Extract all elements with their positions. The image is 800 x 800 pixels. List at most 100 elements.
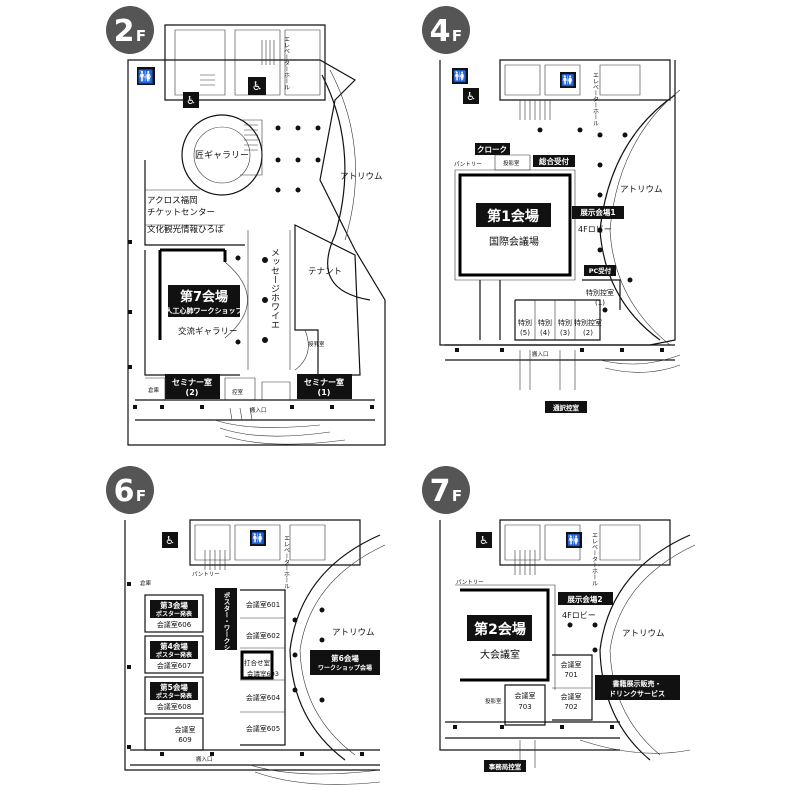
floor-6f-badge[interactable]: 6 F bbox=[106, 466, 154, 514]
restroom-icon: ♿ bbox=[252, 79, 263, 93]
venue3-room-label: 会議室606 bbox=[157, 620, 192, 629]
storage-label: 倉庫 bbox=[148, 386, 160, 394]
tenant-label: テナント bbox=[308, 267, 342, 277]
book-sales-label-1: 書籍展示販売・ bbox=[613, 679, 662, 688]
culture-info-label: 文化観光情報ひろば bbox=[147, 224, 224, 235]
room609-num: 609 bbox=[178, 736, 191, 744]
wheelchair-icon: ♿ bbox=[186, 94, 196, 107]
floor-4f: 🚻 ♿ 🚻 bbox=[439, 59, 681, 390]
room602-label: 会議室602 bbox=[246, 631, 280, 640]
room702-num: 702 bbox=[564, 703, 577, 711]
svg-text:F: F bbox=[452, 487, 462, 505]
pantry-label: パントリー bbox=[456, 579, 484, 586]
svg-text:F: F bbox=[136, 487, 146, 505]
floor-4f-badge[interactable]: 4 F bbox=[422, 6, 470, 54]
svg-text:F: F bbox=[136, 27, 146, 45]
special4-num: (4) bbox=[540, 329, 550, 337]
lobby7f-label: 4Fロビー bbox=[562, 611, 596, 620]
venue1-sub-label: 国際会議場 bbox=[489, 235, 539, 248]
restroom-icon: 🚻 bbox=[251, 532, 265, 545]
svg-text:F: F bbox=[452, 27, 462, 45]
room701-num: 701 bbox=[564, 671, 577, 679]
wheelchair-icon: ♿ bbox=[466, 90, 476, 103]
storage-label: 倉庫 bbox=[140, 579, 152, 587]
elevator-hall-label: エレベーターホール bbox=[591, 532, 598, 586]
exchange-gallery-label: 交流ギャラリー bbox=[178, 326, 238, 337]
elevator-hall-label: エレベーターホール bbox=[283, 36, 290, 90]
room703-label: 会議室 bbox=[515, 691, 536, 700]
atrium-label: アトリウム bbox=[620, 185, 663, 195]
venue3-label: 第3会場 bbox=[160, 600, 188, 610]
meeting-label: 打合せ室 bbox=[244, 658, 271, 667]
loading-label: 搬入口 bbox=[196, 755, 213, 763]
room701-label: 会議室 bbox=[561, 660, 582, 669]
pantry-label: パントリー bbox=[192, 571, 220, 578]
room703-num: 703 bbox=[518, 703, 531, 711]
special2-num: (2) bbox=[583, 329, 593, 337]
venue6-label: 第6会場 bbox=[331, 653, 359, 663]
special5-label: 特別 bbox=[518, 318, 532, 327]
secretariat-label: 事務局控室 bbox=[489, 762, 522, 771]
projection-label: 投影室 bbox=[485, 697, 502, 705]
special3-label: 特別 bbox=[558, 318, 572, 327]
svg-text:6: 6 bbox=[114, 474, 135, 509]
atrium-label: アトリウム bbox=[622, 629, 665, 639]
floor-6f: ♿ 🚻 bbox=[124, 519, 386, 785]
venue6-sub-label: ワークショップ会場 bbox=[318, 664, 372, 672]
seminar2-label: セミナー室 bbox=[172, 377, 212, 387]
special1-num: (1) bbox=[595, 299, 605, 307]
venue1-label: 第1会場 bbox=[487, 208, 539, 225]
elevator-hall-label: エレベーターホール bbox=[283, 535, 290, 589]
venue4-room-label: 会議室607 bbox=[157, 661, 191, 670]
loading-label: 搬入口 bbox=[532, 350, 549, 358]
seminar1-num: (1) bbox=[318, 388, 331, 397]
venue7-label: 第7会場 bbox=[180, 289, 228, 305]
pantry-label: パントリー bbox=[454, 161, 482, 168]
venue5-sub-label: ポスター発表 bbox=[156, 692, 193, 700]
room702-label: 会議室 bbox=[561, 692, 582, 701]
ticket-center-label: チケットセンター bbox=[147, 208, 215, 218]
venue5-label: 第5会場 bbox=[160, 682, 188, 692]
svg-text:7: 7 bbox=[430, 474, 451, 509]
floor-7f-badge[interactable]: 7 F bbox=[422, 466, 470, 514]
wheelchair-icon: ♿ bbox=[479, 534, 489, 547]
restroom-icon: 🚻 bbox=[138, 69, 154, 85]
poster-reception-label: ポスター・ワークショップ受付 bbox=[222, 591, 230, 685]
exhibit1-label: 展示会場1 bbox=[579, 207, 615, 217]
column-dots bbox=[235, 125, 321, 345]
exhibit2-label: 展示会場2 bbox=[566, 594, 602, 604]
restroom-icon: 🚻 bbox=[453, 70, 467, 83]
gallery-takumi-label: 匠ギャラリー bbox=[195, 150, 249, 161]
lobby4f-label: 4Fロビー bbox=[578, 225, 612, 234]
general-reception-label: 総合受付 bbox=[539, 156, 569, 166]
room601-label: 会議室601 bbox=[246, 600, 280, 609]
venue2-sub-label: 大会議室 bbox=[480, 648, 520, 661]
cloak-label: クローク bbox=[477, 144, 507, 154]
wheelchair-icon: ♿ bbox=[165, 534, 175, 547]
floor-2f-badge[interactable]: 2 F bbox=[106, 6, 154, 54]
restroom-icon: 🚻 bbox=[567, 534, 581, 547]
special4-label: 特別 bbox=[538, 318, 552, 327]
venue2-label: 第2会場 bbox=[474, 621, 526, 638]
venue7-sub-label: 人工心肺ワークショップ bbox=[166, 306, 244, 315]
restroom-icon: 🚻 bbox=[561, 74, 575, 87]
svg-text:2: 2 bbox=[114, 14, 135, 49]
special3-num: (3) bbox=[560, 329, 570, 337]
room604-label: 会議室604 bbox=[246, 693, 281, 702]
seminar-room-2-fill bbox=[165, 374, 220, 399]
atrium-label: アトリウム bbox=[340, 172, 383, 182]
special2-label: 特別控室 bbox=[574, 318, 602, 327]
book-sales-label-2: ドリンクサービス bbox=[609, 689, 665, 698]
special5-num: (5) bbox=[520, 329, 530, 337]
acros-label: アクロス福岡 bbox=[147, 195, 198, 206]
floor-2f: 🚻 ♿ ♿ bbox=[127, 24, 386, 446]
atrium-label: アトリウム bbox=[332, 628, 375, 638]
special1-label: 特別控室 bbox=[586, 288, 614, 297]
floor-7f: ♿ 🚻 bbox=[439, 519, 696, 768]
seminar1-label: セミナー室 bbox=[304, 377, 344, 387]
nursing-label: 授乳室 bbox=[308, 340, 325, 348]
venue4-label: 第4会場 bbox=[160, 641, 188, 651]
room603-label: 会議室603 bbox=[247, 669, 279, 678]
interpreter-label: 通訳控室 bbox=[553, 403, 580, 412]
